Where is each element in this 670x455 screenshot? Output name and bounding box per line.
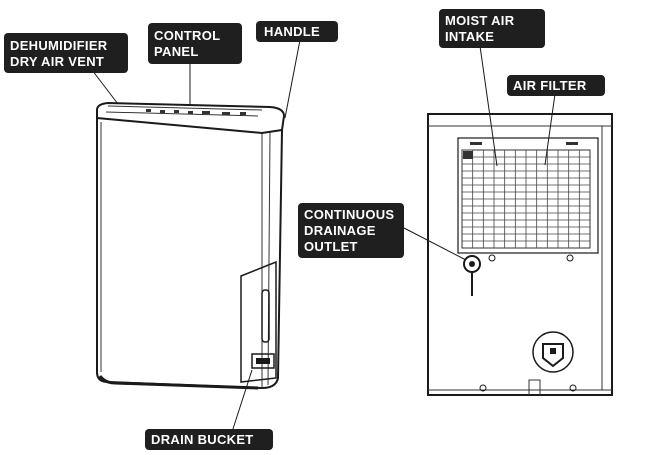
control-buttons [146,109,246,115]
callout-air-filter: AIR FILTER [507,75,605,96]
label-dry-air-vent-2: DRY AIR VENT [10,54,104,69]
back-body [427,113,613,396]
label-drainage-3: OUTLET [304,239,358,254]
drain-bucket-outline [240,260,277,383]
front-base [98,375,259,390]
back-view [427,113,613,396]
callout-drainage-outlet: CONTINUOUS DRAINAGE OUTLET [298,203,404,258]
label-air-filter: AIR FILTER [513,78,587,93]
callout-moist-air-intake: MOIST AIR INTAKE [439,9,545,48]
front-side-panel [261,131,271,388]
label-drain-bucket: DRAIN BUCKET [151,432,254,447]
label-dry-air-vent-1: DEHUMIDIFIER [10,38,108,53]
bucket-handle [251,353,275,369]
label-control-panel-1: CONTROL [154,28,220,43]
air-filter-frame [457,137,599,254]
callout-dry-air-vent: DEHUMIDIFIER DRY AIR VENT [4,33,128,73]
bucket-window [261,289,270,343]
label-handle: HANDLE [264,24,320,39]
label-moist-air-1: MOIST AIR [445,13,515,28]
label-moist-air-2: INTAKE [445,29,494,44]
front-view [96,101,286,390]
front-body [96,118,283,390]
callout-handle: HANDLE [256,21,338,42]
air-filter-grill [461,149,591,249]
label-drainage-1: CONTINUOUS [304,207,394,222]
label-control-panel-2: PANEL [154,44,199,59]
front-top-lid [96,101,286,135]
power-socket [532,331,574,373]
leader-lines [91,39,556,433]
callout-control-panel: CONTROL PANEL [148,23,242,64]
control-panel-surface [105,105,263,117]
label-drainage-2: DRAINAGE [304,223,376,238]
callout-drain-bucket: DRAIN BUCKET [145,429,273,450]
